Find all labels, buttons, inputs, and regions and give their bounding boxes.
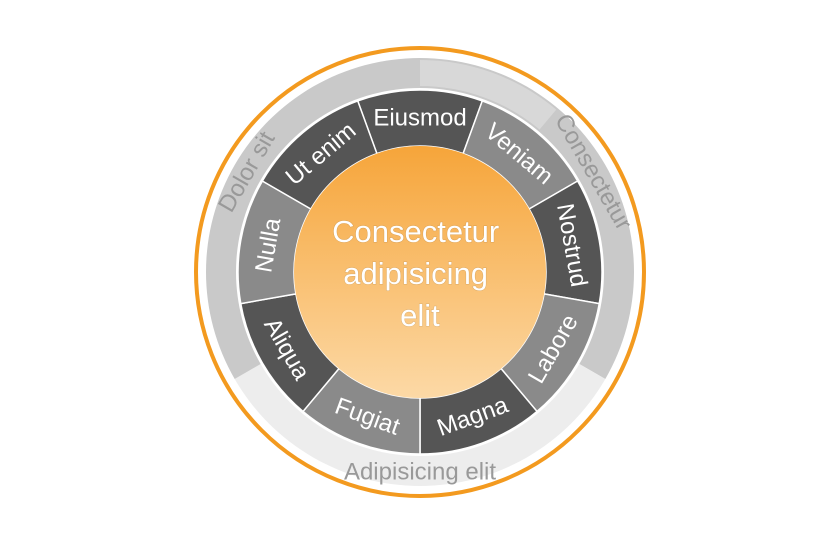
outer-ring-segment (234, 364, 606, 486)
outer-ring-label: Adipisicing elit (344, 459, 496, 486)
center-line-1: Consectetur (332, 214, 499, 249)
inner-ring-label: Eiusmod (373, 105, 466, 132)
outer-ring-segment (206, 58, 420, 379)
outer-ring (206, 58, 634, 486)
center-line-3: elit (400, 298, 440, 333)
outer-ring-highlight (420, 60, 557, 130)
center-line-2: adipisicing (343, 256, 488, 291)
center-circle (294, 146, 546, 398)
outer-ring-segment (420, 58, 634, 379)
center-title: Consectetur adipisicing elit (332, 214, 508, 333)
